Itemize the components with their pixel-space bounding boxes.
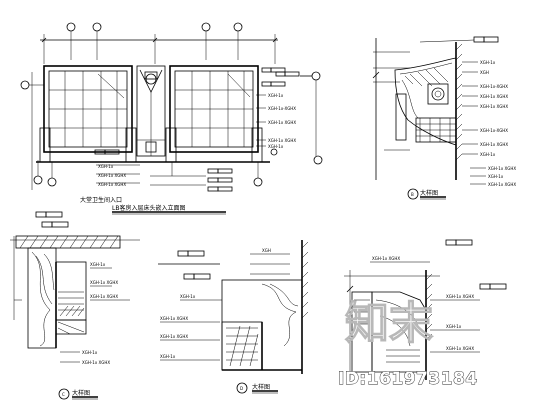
right-headboard-frame (169, 65, 259, 153)
bottom-annotation-tags: XGH-1x XGH-1x XGHX XGH-1x XGHX (47, 149, 263, 192)
grid-bubble (66, 22, 76, 32)
detail-b-label: 大样图 (420, 189, 438, 197)
detail-d: XGH-1x XGHX XGH-1x XGHX XGH-1x XGH-1x XG… (158, 240, 309, 394)
svg-text:XGH-1x: XGH-1x (488, 174, 504, 179)
grid-bubble (201, 22, 211, 32)
central-pillar (136, 65, 166, 157)
detail-b-id: B (411, 192, 414, 197)
svg-text:XGH-1x XGHX: XGH-1x XGHX (480, 104, 508, 109)
detail-d-id: D (240, 386, 243, 391)
detail-b: XGH-1x XGH XGH-1x-XGHX XGH-1x XGHX XGH-1… (372, 36, 516, 200)
left-panel-grid (49, 71, 127, 147)
svg-text:XGH-1x XGHX: XGH-1x XGHX (372, 256, 400, 261)
svg-text:XGH-1x XGHX: XGH-1x XGHX (480, 94, 508, 99)
elevation-title-line2: LB客房入层床头嵌入立面图 (112, 204, 185, 212)
detail-c-bubble (58, 388, 70, 400)
svg-text:XGH-1x XGHX: XGH-1x XGHX (90, 294, 118, 299)
svg-text:XGH-1x XGHX: XGH-1x XGHX (446, 346, 474, 351)
right-panel-grid (175, 71, 253, 147)
svg-text:XGH: XGH (480, 70, 489, 75)
level-bubble (20, 80, 30, 90)
svg-text:XGH-1x: XGH-1x (480, 60, 496, 65)
level-bubble (33, 175, 43, 185)
svg-text:XGH-1x XGHX: XGH-1x XGHX (268, 138, 296, 143)
grid-bubble (92, 22, 102, 32)
svg-text:XGH-1x XGHX: XGH-1x XGHX (480, 142, 508, 147)
svg-text:XGH-1x XGHX: XGH-1x XGHX (90, 280, 118, 285)
svg-text:XGH: XGH (262, 248, 271, 253)
detail-d-notes: XGH-1x XGHX XGH-1x XGHX XGH-1x XGH-1x XG… (160, 248, 290, 361)
detail-e: XGH-1x XGHX XGH-1x XGHX XGH-1x XGH-1x XG… (344, 239, 507, 380)
svg-text:XGH-1x XGHX: XGH-1x XGHX (160, 334, 188, 339)
watermark-logo: 知末 (345, 298, 433, 349)
elevation-title-line1: 大堂卫生间入口 (80, 196, 122, 204)
grid-bubble (233, 22, 243, 32)
detail-b-bubble (407, 188, 419, 200)
svg-text:XGH-1x XGHX: XGH-1x XGHX (488, 166, 516, 171)
svg-text:XGH-1x XGHX: XGH-1x XGHX (98, 182, 126, 187)
svg-text:XGH-1x: XGH-1x (180, 294, 196, 299)
svg-text:XGH-1x XGHX: XGH-1x XGHX (160, 316, 188, 321)
svg-text:XGH-1x: XGH-1x (82, 350, 98, 355)
svg-text:XGH-1x XGHX: XGH-1x XGHX (98, 173, 126, 178)
dimension-ticks (41, 37, 278, 43)
right-annotation-tags: XGH-1x XGH-1x-XGHX XGH-1x XGHX XGH-1x XG… (256, 67, 323, 165)
svg-text:XGH-1x-XGHX: XGH-1x-XGHX (480, 84, 508, 89)
detail-b-notes: XGH-1x XGH XGH-1x-XGHX XGH-1x XGHX XGH-1… (384, 60, 516, 187)
svg-text:XGH-1x XGHX: XGH-1x XGHX (446, 294, 474, 299)
svg-text:XGH-1x: XGH-1x (160, 354, 176, 359)
detail-c-notes: XGH-1x XGH-1x XGHX XGH-1x XGHX XGH-1x XG… (14, 262, 130, 365)
elevation-view: XGH-1x XGH-1x-XGHX XGH-1x XGHX XGH-1x XG… (20, 22, 323, 215)
detail-b-code: XGH-1x-XGHX (480, 128, 508, 133)
detail-c-id: C (62, 392, 65, 397)
detail-d-label: 大样图 (252, 383, 270, 391)
svg-text:XGH-1x: XGH-1x (480, 152, 496, 157)
svg-text:XGH-1x: XGH-1x (268, 144, 284, 149)
detail-e-notes: XGH-1x XGHX XGH-1x XGHX XGH-1x XGH-1x XG… (370, 256, 480, 353)
detail-c-label: 大样图 (72, 389, 90, 397)
left-headboard-frame (43, 65, 133, 153)
watermark-id: ID:161973184 (338, 369, 478, 389)
svg-text:XGH-1x-XGHX: XGH-1x-XGHX (268, 106, 296, 111)
detail-d-bubble (236, 382, 248, 394)
svg-text:XGH-1x XGHX: XGH-1x XGHX (268, 120, 296, 125)
detail-c: XGH-1x XGH-1x XGHX XGH-1x XGHX XGH-1x XG… (10, 211, 140, 400)
svg-text:XGH-1x XGHX: XGH-1x XGHX (82, 360, 110, 365)
svg-text:XGH-1x: XGH-1x (268, 93, 284, 98)
svg-text:XGH-1x: XGH-1x (90, 262, 106, 267)
svg-text:XGH-1x: XGH-1x (446, 324, 462, 329)
svg-text:XGH-1x: XGH-1x (98, 164, 114, 169)
svg-text:XGH-1x XGHX: XGH-1x XGHX (488, 182, 516, 187)
